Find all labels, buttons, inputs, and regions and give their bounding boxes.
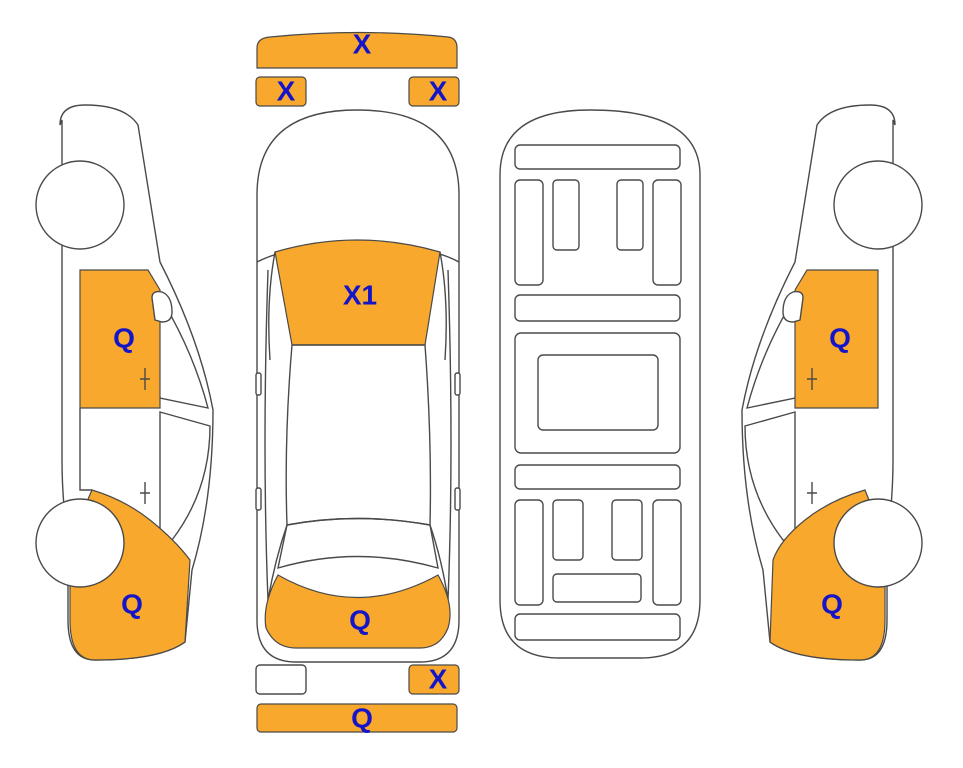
trunk-label: Q <box>349 604 371 635</box>
right-rear-wheel <box>833 498 923 588</box>
left-rear-quarter-label: Q <box>121 588 143 619</box>
right-front-door[interactable] <box>794 269 879 409</box>
top-view-body <box>256 109 460 663</box>
rear-bumper-right[interactable] <box>408 664 460 695</box>
windshield[interactable] <box>274 239 441 346</box>
left-rear-wheel <box>35 498 125 588</box>
front-bumper-left-label: X <box>277 75 296 106</box>
car-top-view: X1 Q <box>255 109 461 663</box>
car-left-side-view: Q Q <box>35 104 214 661</box>
front-roof-bar-label: X <box>353 28 372 59</box>
car-underbody-view <box>499 109 701 659</box>
front-parts: X X X <box>255 28 460 107</box>
rear-bumper-left[interactable] <box>255 664 307 695</box>
right-front-door-label: Q <box>829 322 851 353</box>
right-front-wheel <box>833 160 923 250</box>
rear-parts: X Q <box>255 663 460 733</box>
front-roof-bar[interactable] <box>256 31 458 69</box>
front-bumper-right-label: X <box>429 75 448 106</box>
rear-bumper-right-label: X <box>429 663 448 694</box>
windshield-label: X1 <box>343 279 377 310</box>
rear-bar[interactable] <box>256 703 458 733</box>
right-rear-quarter-label: Q <box>821 588 843 619</box>
front-bumper-right[interactable] <box>408 76 460 107</box>
left-front-wheel <box>35 160 125 250</box>
trunk[interactable] <box>264 574 451 649</box>
rear-bar-label: Q <box>351 702 373 733</box>
left-front-door-label: Q <box>113 322 135 353</box>
front-bumper-left[interactable] <box>255 76 307 107</box>
car-right-side-view: Q Q <box>741 104 923 661</box>
left-front-door[interactable] <box>79 269 161 409</box>
